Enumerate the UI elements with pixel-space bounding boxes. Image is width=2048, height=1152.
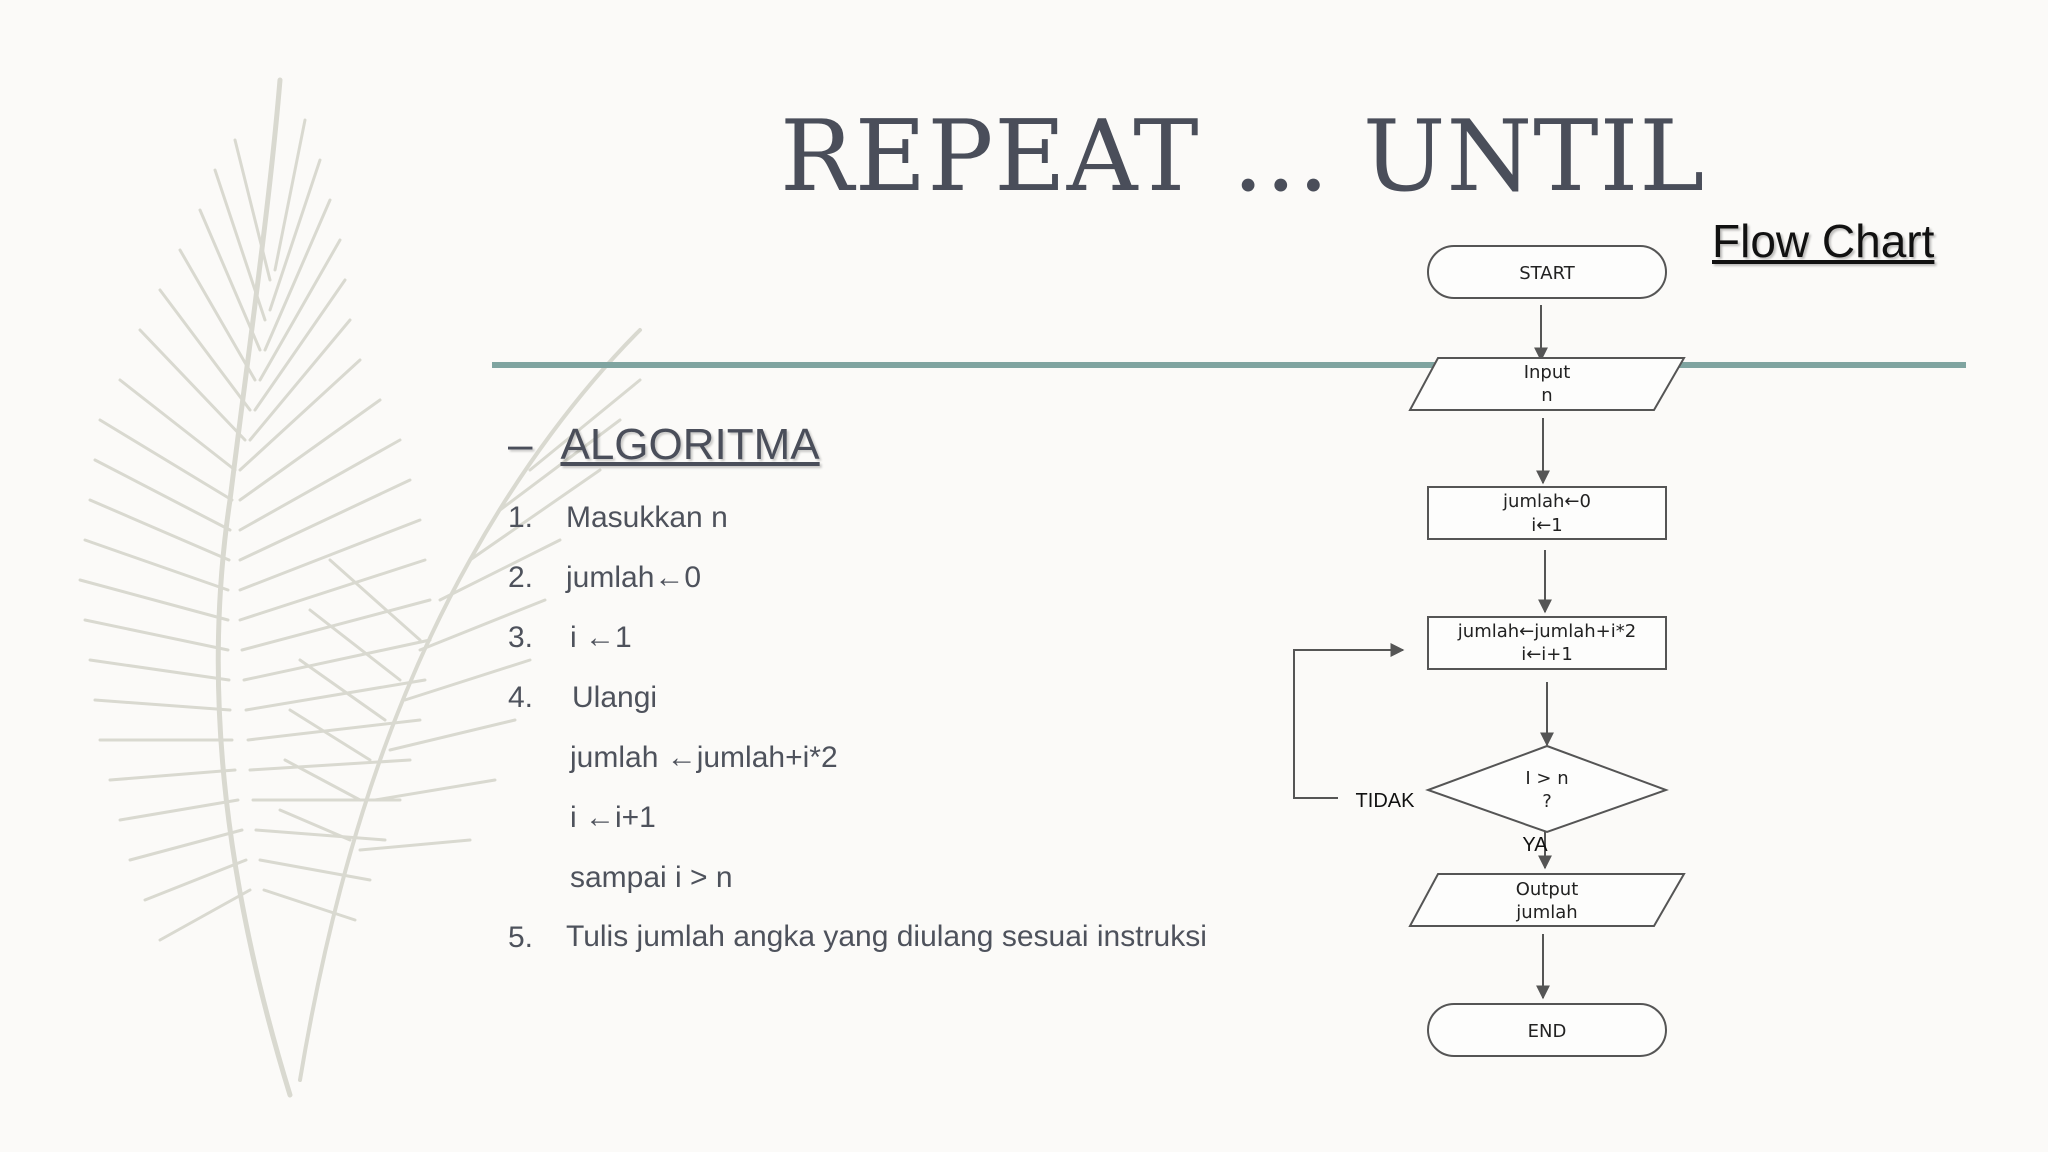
step-item: 4. Ulangi: [508, 676, 1208, 736]
output-variable: jumlah: [1515, 902, 1577, 923]
no-branch-label: TIDAK: [1356, 790, 1416, 812]
start-terminal: [1427, 245, 1667, 299]
condition-text: I > n: [1525, 768, 1568, 789]
step-item: 5. Tulis jumlah angka yang diulang sesua…: [508, 916, 1208, 1004]
step-item: sampai i > n: [508, 856, 1208, 916]
input-label: Input: [1524, 362, 1571, 383]
flowchart-heading: Flow Chart: [1712, 215, 1935, 267]
init-process-box: [1427, 486, 1667, 540]
end-terminal: [1427, 1003, 1667, 1057]
step-text: i ←i+1: [570, 801, 656, 834]
loop-back-arrow: [1293, 643, 1405, 799]
step-text: jumlah ←jumlah+i*2: [570, 741, 838, 774]
loop-jumlah: jumlah←jumlah+i*2: [1457, 621, 1636, 642]
init-jumlah: jumlah←0: [1502, 491, 1591, 512]
input-parallelogram: [1408, 357, 1686, 411]
step-text: Ulangi: [572, 681, 658, 714]
condition-mark: ?: [1542, 791, 1552, 812]
step-text: Masukkan n: [566, 501, 728, 534]
heading-dash: –: [508, 420, 533, 469]
step-item: 3. i ←1: [508, 616, 1208, 676]
start-label: START: [1519, 263, 1576, 284]
step-item: 1. Masukkan n: [508, 496, 1208, 556]
step-text: jumlah←0: [566, 561, 702, 594]
step-text: sampai i > n: [570, 861, 733, 894]
input-variable: n: [1541, 385, 1552, 406]
output-label: Output: [1516, 879, 1579, 900]
slide-title: REPEAT … UNTIL: [780, 100, 1706, 214]
step-number: 2.: [508, 561, 534, 594]
step-item: jumlah ←jumlah+i*2: [508, 736, 1208, 796]
yes-branch-label: YA: [1522, 834, 1548, 856]
algorithm-steps: 1. Masukkan n 2. jumlah←0 3. i ←1 4. Ula…: [508, 496, 1208, 1004]
init-i: i←1: [1531, 515, 1563, 536]
step-number: 1.: [508, 501, 534, 534]
loop-i: i←i+1: [1521, 644, 1573, 665]
condition-diamond: [1425, 744, 1669, 834]
algorithm-heading-label: ALGORITMA: [560, 420, 820, 469]
step-item: i ←i+1: [508, 796, 1208, 856]
algorithm-heading: –ALGORITMA: [508, 420, 820, 470]
accent-divider: [492, 362, 1966, 368]
output-parallelogram: [1408, 873, 1686, 927]
end-label: END: [1528, 1021, 1567, 1042]
loop-process-box: [1427, 616, 1667, 670]
step-item: 2. jumlah←0: [508, 556, 1208, 616]
step-number: 5.: [508, 921, 534, 954]
step-text: i ←1: [570, 621, 632, 654]
step-number: 3.: [508, 621, 534, 654]
step-text: Tulis jumlah angka yang diulang sesuai i…: [566, 920, 1207, 953]
step-number: 4.: [508, 681, 534, 714]
